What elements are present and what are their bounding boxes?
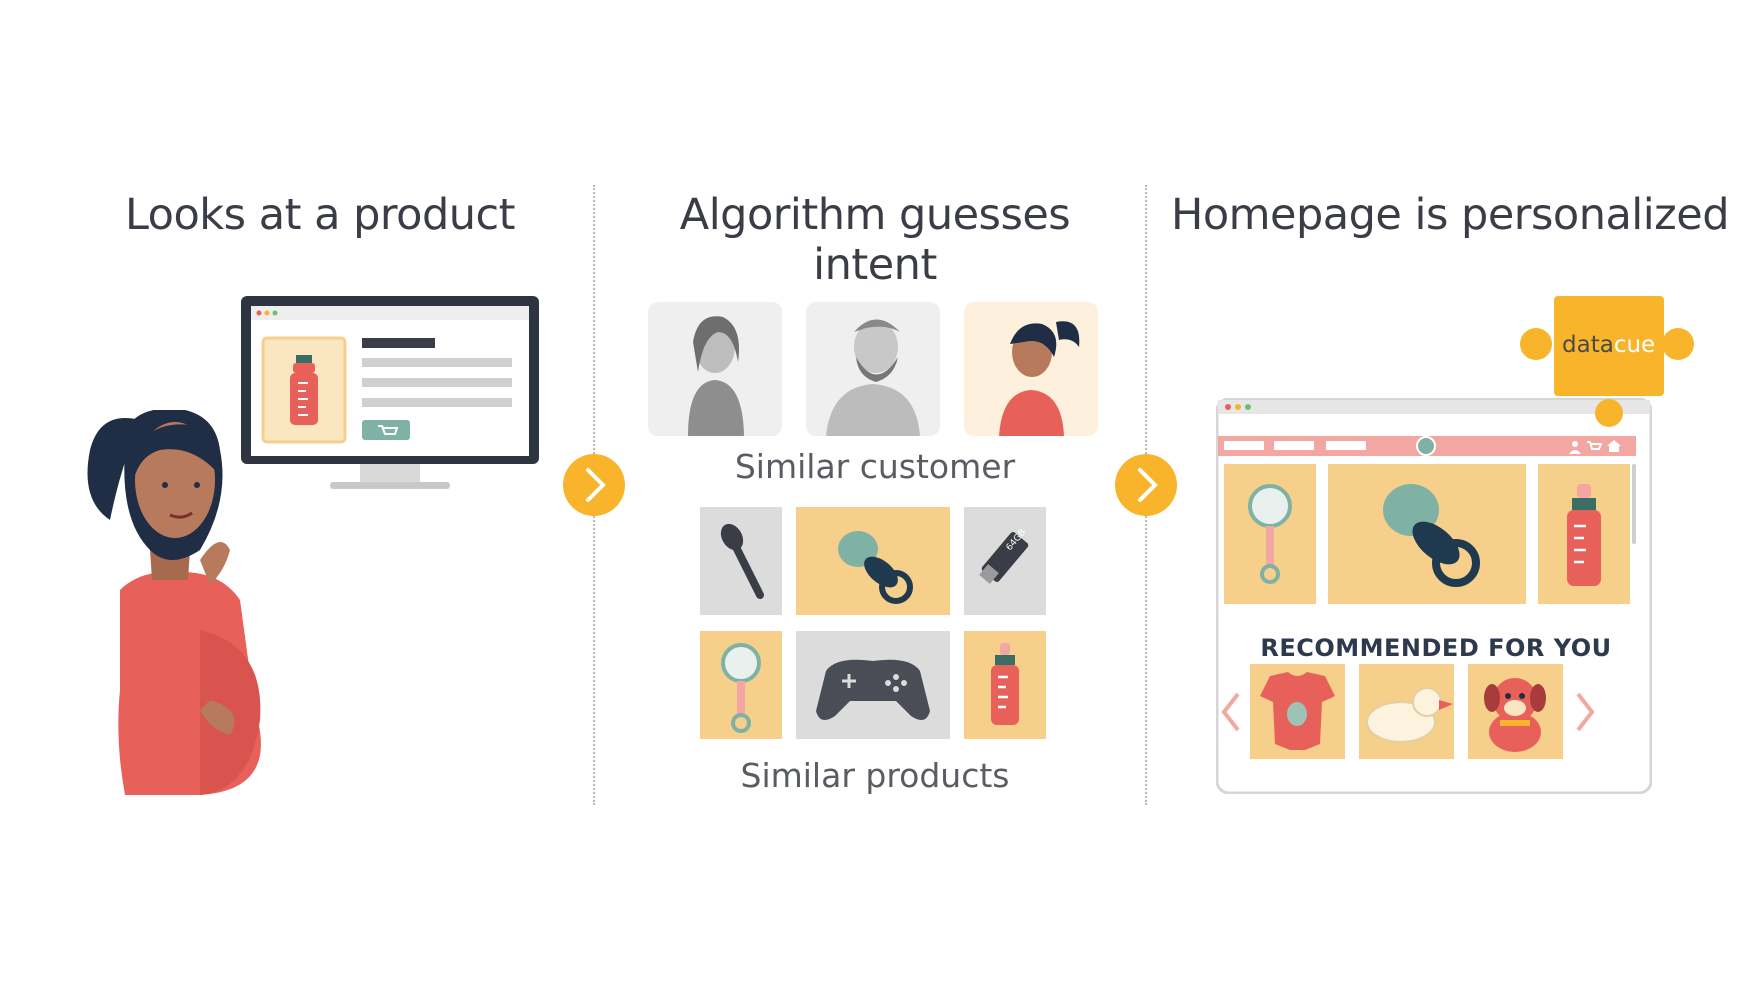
brand-part-2: cue (1613, 332, 1656, 358)
recommended-title: RECOMMENDED FOR YOU (1260, 634, 1612, 662)
gamepad-icon (796, 631, 950, 739)
pacifier-icon (796, 507, 950, 615)
onesie-icon (1250, 664, 1345, 759)
home-icon[interactable] (1606, 439, 1622, 453)
plush-dog-icon (1468, 664, 1563, 759)
monitor-icon (240, 295, 540, 495)
similar-customer-caption: Similar customer (734, 447, 1016, 486)
datacue-logo: datacue (1562, 332, 1655, 358)
user-icon[interactable] (1568, 440, 1582, 454)
chevron-right-icon (1115, 454, 1177, 516)
customer-man-grey (806, 302, 940, 436)
brand-part-1: data (1562, 332, 1614, 358)
chevron-right-icon (563, 454, 625, 516)
cart-icon[interactable] (1586, 440, 1602, 454)
similar-products-caption: Similar products (740, 756, 1010, 795)
customer-woman-grey (648, 302, 782, 436)
puzzle-piece-icon (1516, 296, 1698, 428)
panel-3-title: Homepage is personalized (1170, 190, 1730, 240)
rattle-icon (700, 631, 782, 739)
rubber-duck-icon (1359, 664, 1454, 759)
panel-2-title: Algorithm guesses intent (679, 190, 1071, 290)
panel-1-title: Looks at a product (124, 190, 516, 240)
usb-drive-icon: 64GB (964, 507, 1046, 615)
microphone-icon (700, 507, 782, 615)
customer-pregnant-woman (964, 302, 1098, 436)
baby-bottle-icon (964, 631, 1046, 739)
pregnant-woman-illustration (80, 410, 280, 800)
